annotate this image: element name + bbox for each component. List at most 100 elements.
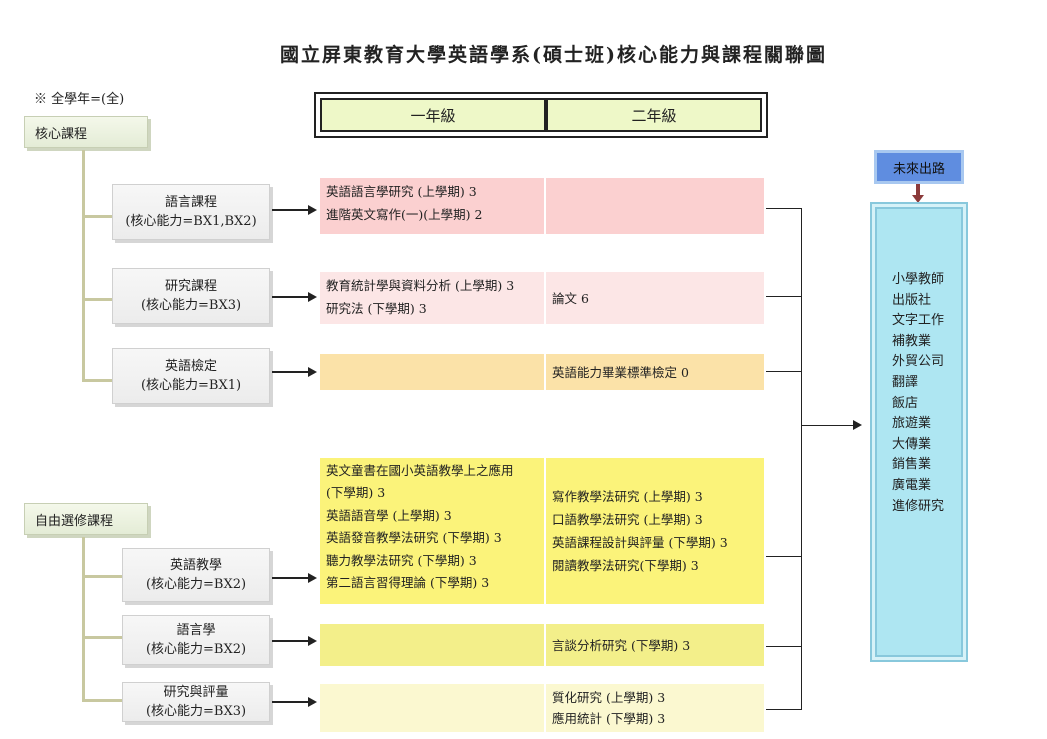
career-item: 小學教師: [892, 272, 945, 287]
course-item: 質化研究 (上學期) 3: [552, 690, 666, 705]
subcategory-ability: (核心能力=BX1): [140, 378, 242, 393]
subcategory-ability: (核心能力=BX3): [140, 298, 242, 313]
arrow-line: [272, 577, 310, 579]
career-item: 補教業: [892, 333, 932, 349]
career-item: 文字工作: [892, 313, 945, 329]
tree-line-elective: [82, 537, 85, 701]
course-cell-y2-research: 論文 6: [546, 272, 764, 324]
connector-line: [766, 709, 802, 710]
category-elective: 自由選修課程: [24, 503, 148, 535]
course-cell-y1-language: 英語語言學研究 (上學期) 3 進階英文寫作(一)(上學期) 2: [320, 178, 544, 234]
tree-branch: [82, 699, 122, 702]
course-cell-y1-research: 教育統計學與資料分析 (上學期) 3 研究法 (下學期) 3: [320, 272, 544, 324]
arrow-line: [272, 701, 310, 703]
career-item: 進修研究: [892, 498, 945, 514]
subcategory-linguistics: 語言學 (核心能力=BX2): [122, 615, 270, 665]
category-core: 核心課程: [24, 116, 148, 148]
course-cell-y1-test: [320, 354, 544, 390]
year-1-header: 一年級: [320, 98, 546, 132]
connector-line: [766, 208, 802, 209]
course-item: 研究法 (下學期) 3: [326, 301, 427, 316]
tree-branch: [82, 575, 122, 578]
subcategory-ability: (核心能力=BX1,BX2): [125, 214, 257, 229]
arrow-head-icon: [308, 697, 317, 707]
course-item: (下學期) 3: [326, 485, 386, 501]
down-arrow-stem: [916, 184, 920, 196]
course-item: 英語發音教學法研究 (下學期) 3: [326, 530, 502, 546]
career-item: 旅遊業: [892, 416, 932, 432]
course-item: 口語教學法研究 (上學期) 3: [552, 512, 703, 527]
course-cell-y1-teaching: 英文童書在國小英語教學上之應用 (下學期) 3 英語語音學 (上學期) 3 英語…: [320, 458, 544, 604]
subcategory-english-teaching: 英語教學 (核心能力=BX2): [122, 548, 270, 602]
arrow-line-to-future: [802, 425, 854, 426]
year-2-header: 二年級: [546, 98, 762, 132]
subcategory-name: 英語教學: [169, 558, 222, 573]
subcategory-language: 語言課程 (核心能力=BX1,BX2): [112, 184, 270, 240]
course-cell-y2-language: [546, 178, 764, 234]
arrow-line: [272, 209, 310, 211]
course-item: 英文童書在國小英語教學上之應用: [326, 463, 514, 478]
course-item: 應用統計 (下學期) 3: [552, 711, 666, 726]
down-arrow-icon: [912, 195, 924, 203]
subcategory-research-assessment: 研究與評量 (核心能力=BX3): [122, 682, 270, 722]
career-item: 大傳業: [892, 436, 932, 452]
arrow-head-icon: [308, 367, 317, 377]
year-header: 一年級 二年級: [314, 92, 768, 138]
career-item: 飯店: [892, 395, 919, 411]
course-item: 進階英文寫作(一)(上學期) 2: [326, 207, 483, 222]
course-cell-y1-linguistics: [320, 624, 544, 666]
course-item: 聽力教學法研究 (下學期) 3: [326, 552, 477, 568]
course-cell-y2-assessment: 質化研究 (上學期) 3 應用統計 (下學期) 3: [546, 684, 764, 732]
connector-line: [766, 646, 802, 647]
career-item: 廣電業: [892, 477, 932, 493]
future-careers-list: 小學教師 出版社 文字工作 補教業 外貿公司 翻譯 飯店 旅遊業 大傳業 銷售業…: [872, 204, 966, 517]
connector-line: [766, 296, 802, 297]
future-heading: 未來出路: [874, 150, 964, 184]
course-item: 論文 6: [552, 290, 589, 306]
tree-branch: [82, 379, 112, 382]
subcategory-ability: (核心能力=BX3): [145, 704, 247, 719]
connector-line: [766, 371, 802, 372]
course-cell-y2-linguistics: 言談分析研究 (下學期) 3: [546, 624, 764, 666]
course-cell-y2-test: 英語能力畢業標準檢定 0: [546, 354, 764, 390]
subcategory-name: 研究課程: [164, 279, 217, 294]
subcategory-research: 研究課程 (核心能力=BX3): [112, 268, 270, 324]
course-item: 英語語音學 (上學期) 3: [326, 507, 452, 523]
subcategory-name: 英語檢定: [164, 359, 217, 374]
page-title: 國立屏東教育大學英語學系(碩士班)核心能力與課程關聯圖: [280, 44, 827, 66]
subcategory-name: 語言課程: [164, 195, 217, 210]
arrow-head-icon: [308, 636, 317, 646]
course-item: 言談分析研究 (下學期) 3: [552, 637, 691, 653]
subcategory-name: 語言學: [176, 623, 216, 638]
subcategory-ability: (核心能力=BX2): [145, 577, 247, 592]
course-item: 英語能力畢業標準檢定 0: [552, 364, 689, 380]
career-item: 出版社: [892, 292, 932, 308]
tree-line-core: [82, 150, 85, 382]
career-item: 外貿公司: [892, 354, 945, 370]
legend-note: ※ 全學年=(全): [34, 92, 125, 107]
course-item: 教育統計學與資料分析 (上學期) 3: [326, 278, 515, 293]
future-careers-box: 小學教師 出版社 文字工作 補教業 外貿公司 翻譯 飯店 旅遊業 大傳業 銷售業…: [870, 202, 968, 662]
arrow-head-icon: [853, 420, 862, 430]
subcategory-name: 研究與評量: [163, 685, 229, 700]
arrow-head-icon: [308, 205, 317, 215]
subcategory-ability: (核心能力=BX2): [145, 642, 247, 657]
subcategory-proficiency-test: 英語檢定 (核心能力=BX1): [112, 348, 270, 404]
career-item: 翻譯: [892, 374, 919, 390]
course-cell-y1-assessment: [320, 684, 544, 732]
course-cell-y2-teaching: 寫作教學法研究 (上學期) 3 口語教學法研究 (上學期) 3 英語課程設計與評…: [546, 458, 764, 604]
tree-branch: [82, 215, 112, 218]
arrow-line: [272, 371, 310, 373]
arrow-head-icon: [308, 292, 317, 302]
arrow-line: [272, 296, 310, 298]
course-item: 寫作教學法研究 (上學期) 3: [552, 489, 703, 504]
course-item: 英語課程設計與評量 (下學期) 3: [552, 535, 728, 550]
course-item: 閱讀教學法研究(下學期) 3: [552, 558, 699, 573]
career-item: 銷售業: [892, 457, 932, 473]
arrow-head-icon: [308, 573, 317, 583]
tree-branch: [82, 636, 122, 639]
course-item: 第二語言習得理論 (下學期) 3: [326, 575, 490, 591]
connector-vertical: [801, 208, 802, 710]
arrow-line: [272, 640, 310, 642]
tree-branch: [82, 298, 112, 301]
